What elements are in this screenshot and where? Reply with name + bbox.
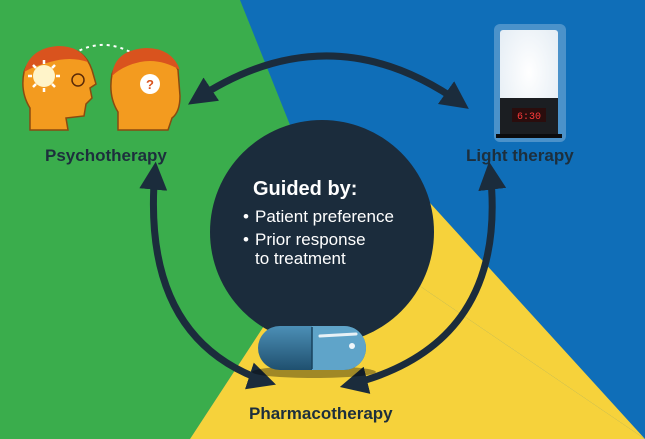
guidance-bullet-1: • Patient preference bbox=[243, 207, 433, 226]
guidance-bullet-2: • Prior response to treatment bbox=[243, 230, 433, 268]
pharmacotherapy-label: Pharmacotherapy bbox=[249, 404, 393, 423]
arrow-psycho-to-pharma bbox=[139, 161, 276, 390]
psychotherapy-heads-icon: ? bbox=[22, 44, 181, 131]
center-circle bbox=[210, 120, 434, 344]
arrow-psycho-to-light bbox=[188, 52, 469, 109]
light-therapy-label: Light therapy bbox=[466, 146, 574, 165]
bullet-dot: • bbox=[243, 230, 249, 249]
bullet-1-text: Patient preference bbox=[255, 207, 394, 226]
bullet-2-text: Prior response bbox=[255, 230, 366, 249]
psychotherapy-label: Psychotherapy bbox=[45, 146, 167, 165]
arrow-light-to-pharma bbox=[339, 161, 507, 394]
bullet-dot: • bbox=[243, 207, 249, 226]
light-therapy-lamp-icon: 6:30 bbox=[494, 24, 566, 142]
pill-capsule-icon bbox=[252, 326, 376, 378]
guidance-panel: Guided by: • Patient preference • Prior re… bbox=[243, 178, 433, 272]
bullet-2-continuation: to treatment bbox=[255, 249, 346, 268]
lamp-clock-display: 6:30 bbox=[517, 112, 541, 123]
svg-text:?: ? bbox=[146, 77, 154, 92]
guidance-title: Guided by: bbox=[253, 178, 358, 200]
